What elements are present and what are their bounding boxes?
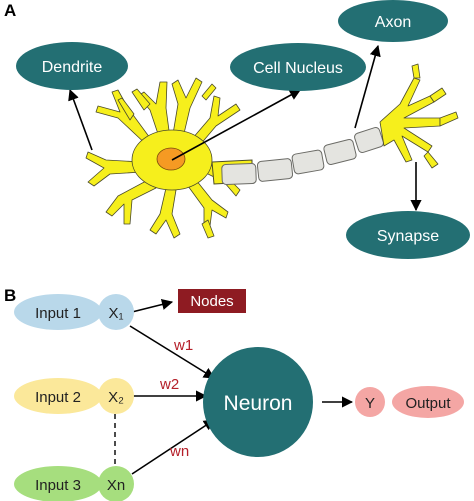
cell-nucleus-text: Cell Nucleus — [253, 60, 343, 77]
synapse-text: Synapse — [377, 228, 439, 245]
nucleus — [156, 147, 186, 171]
input-3-node: Input 3 — [14, 466, 102, 501]
arrow-to-axon — [354, 44, 381, 129]
arrow-to-dendrite — [68, 88, 93, 151]
label-axon: Axon — [338, 0, 448, 42]
nodes-text: Nodes — [190, 293, 233, 310]
output-text: Output — [405, 395, 451, 412]
y-text: Y — [365, 395, 375, 412]
x1-text: X₁ — [108, 305, 123, 322]
input-3-text: Input 3 — [35, 477, 81, 494]
weight-w1: w1 — [173, 337, 193, 354]
x2-text: X₂ — [108, 389, 124, 406]
label-synapse: Synapse — [346, 211, 470, 259]
output-node: Output — [392, 386, 464, 418]
arrow-to-cell-nucleus — [171, 89, 301, 161]
input-2-text: Input 2 — [35, 389, 81, 406]
y-node: Y — [355, 387, 385, 417]
xn-node: Xn — [98, 466, 134, 501]
panel-a-label: A — [4, 1, 16, 20]
input-2-node: Input 2 — [14, 378, 102, 414]
neuron-text: Neuron — [224, 392, 293, 415]
weight-wn: wn — [169, 443, 189, 460]
panel-a-arrows — [68, 44, 422, 212]
label-dendrite: Dendrite — [16, 42, 128, 90]
axon-text: Axon — [375, 14, 411, 31]
xn-text: Xn — [107, 477, 125, 494]
arrow-x1-to-nodes — [131, 299, 174, 313]
input-1-text: Input 1 — [35, 305, 81, 322]
nodes-box: Nodes — [178, 289, 246, 313]
panel-b-label: B — [4, 286, 16, 305]
label-cell-nucleus: Cell Nucleus — [230, 43, 366, 91]
axon-terminal — [379, 63, 459, 169]
input-1-node: Input 1 — [14, 294, 102, 330]
panel-b-arrows — [114, 299, 354, 475]
axon-segments — [211, 127, 384, 185]
dendrite-text: Dendrite — [42, 59, 103, 76]
x1-node: X₁ — [98, 294, 134, 330]
weight-w2: w2 — [159, 376, 179, 393]
arrow-xn-to-neuron — [131, 419, 215, 475]
x2-node: X₂ — [98, 378, 134, 414]
neuron-node: Neuron — [203, 347, 313, 457]
arrow-x1-to-neuron — [129, 325, 215, 379]
